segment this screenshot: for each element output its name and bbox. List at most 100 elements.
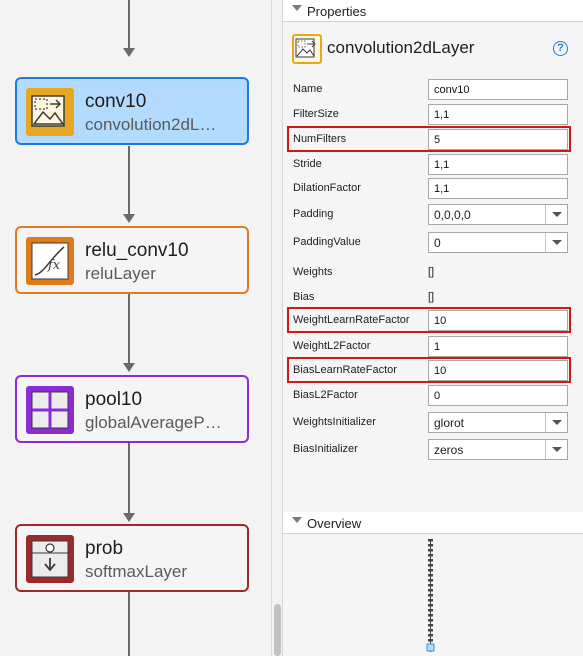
convolution-layer-icon <box>292 34 322 64</box>
convolution-layer-icon <box>26 88 74 136</box>
property-label-filter-size: FilterSize <box>293 108 339 120</box>
layer-node-relu-conv10[interactable]: fx relu_conv10 reluLayer <box>15 226 249 294</box>
layer-node-type: softmaxLayer <box>85 562 188 581</box>
property-input-name[interactable]: conv10 <box>428 79 568 100</box>
minimap-layer <box>428 564 433 567</box>
highlight-box <box>287 307 571 333</box>
property-input-weight-learn-rate-factor[interactable]: 10 <box>428 310 568 331</box>
property-label-weights-initializer: WeightsInitializer <box>293 416 376 428</box>
layer-node-prob[interactable]: prob softmaxLayer <box>15 524 249 592</box>
property-input-weight-l2-factor[interactable]: 1 <box>428 336 568 357</box>
edge <box>128 443 130 515</box>
pooling-grid-icon <box>26 386 74 434</box>
property-dropdown-bias-initializer[interactable]: zeros <box>428 439 568 460</box>
minimap-layer <box>428 589 433 592</box>
layer-node-type: convolution2dL… <box>85 115 217 134</box>
minimap-layer <box>428 634 433 637</box>
property-label-bias-l2-factor: BiasL2Factor <box>293 389 358 401</box>
property-label-weight-l2-factor: WeightL2Factor <box>293 340 371 352</box>
minimap-layer <box>428 554 433 557</box>
edge-arrowhead <box>123 48 135 57</box>
property-label-padding: Padding <box>293 208 334 220</box>
property-label-bias: Bias <box>293 291 315 303</box>
minimap-layer <box>428 609 433 612</box>
property-input-filter-size[interactable]: 1,1 <box>428 104 568 125</box>
minimap-layer <box>428 549 433 552</box>
section-title: Properties <box>307 4 367 19</box>
dropdown-value: zeros <box>434 443 464 457</box>
layer-node-conv10[interactable]: conv10 convolution2dL… <box>15 77 249 145</box>
softmax-icon <box>26 535 74 583</box>
minimap-layer <box>428 639 433 642</box>
property-value-bias: [] <box>428 291 435 303</box>
property-dropdown-weights-initializer[interactable]: glorot <box>428 412 568 433</box>
minimap-layer <box>428 559 433 562</box>
property-input-dilation-factor[interactable]: 1,1 <box>428 178 568 199</box>
relu-function-icon: fx <box>26 237 74 285</box>
property-input-num-filters[interactable]: 5 <box>428 129 568 150</box>
minimap-layer <box>428 579 433 582</box>
minimap-layer <box>428 594 433 597</box>
layer-node-name: conv10 <box>85 91 147 112</box>
properties-section-header[interactable]: Properties <box>283 0 583 22</box>
edge-arrowhead <box>123 513 135 522</box>
network-canvas[interactable]: conv10 convolution2dL… fx relu_conv10 re… <box>0 0 271 656</box>
layer-node-name: pool10 <box>85 389 143 410</box>
overview-minimap[interactable] <box>283 535 583 656</box>
edge-arrowhead <box>123 363 135 372</box>
svg-text:fx: fx <box>47 258 61 273</box>
edge <box>128 592 130 656</box>
edge <box>128 0 130 50</box>
property-label-stride: Stride <box>293 158 322 170</box>
network-minimap[interactable] <box>426 539 435 652</box>
layer-node-name: relu_conv10 <box>85 240 189 261</box>
dropdown-value: 0,0,0,0 <box>434 208 471 222</box>
chevron-down-icon[interactable] <box>545 233 567 252</box>
property-label-name: Name <box>293 83 323 95</box>
property-label-bias-learn-rate-factor: BiasLearnRateFactor <box>293 364 397 376</box>
minimap-layer <box>428 584 433 587</box>
property-label-weights: Weights <box>293 266 333 278</box>
help-icon[interactable]: ? <box>553 41 568 56</box>
dropdown-value: 0 <box>434 236 441 250</box>
property-input-bias-learn-rate-factor[interactable]: 10 <box>428 360 568 381</box>
property-label-num-filters: NumFilters <box>293 133 347 145</box>
minimap-layer <box>428 569 433 572</box>
layer-node-type: reluLayer <box>85 264 156 283</box>
minimap-layer <box>428 544 433 547</box>
minimap-layer <box>428 574 433 577</box>
minimap-viewport[interactable] <box>426 643 435 652</box>
chevron-down-icon[interactable] <box>292 5 302 11</box>
property-dropdown-padding-value[interactable]: 0 <box>428 232 568 253</box>
layer-type-title: convolution2dLayer <box>327 38 475 57</box>
minimap-layer <box>428 629 433 632</box>
section-title: Overview <box>307 516 362 531</box>
minimap-layer <box>428 614 433 617</box>
canvas-vertical-scrollbar[interactable] <box>271 0 283 656</box>
chevron-down-icon[interactable] <box>545 413 567 432</box>
chevron-down-icon[interactable] <box>545 205 567 224</box>
highlight-box <box>287 126 571 152</box>
minimap-layer <box>428 604 433 607</box>
property-value-weights: [] <box>428 266 435 278</box>
edge <box>128 146 130 216</box>
overview-section-header[interactable]: Overview <box>283 512 583 534</box>
layer-node-type: globalAverageP… <box>85 413 222 432</box>
edge-arrowhead <box>123 214 135 223</box>
minimap-layer <box>428 539 433 542</box>
property-label-bias-initializer: BiasInitializer <box>293 443 358 455</box>
highlight-box <box>287 357 571 383</box>
chevron-down-icon[interactable] <box>545 440 567 459</box>
property-input-stride[interactable]: 1,1 <box>428 154 568 175</box>
property-input-bias-l2-factor[interactable]: 0 <box>428 385 568 406</box>
layer-node-pool10[interactable]: pool10 globalAverageP… <box>15 375 249 443</box>
chevron-down-icon[interactable] <box>292 517 302 523</box>
edge <box>128 294 130 365</box>
property-dropdown-padding[interactable]: 0,0,0,0 <box>428 204 568 225</box>
dropdown-value: glorot <box>434 416 465 430</box>
property-label-padding-value: PaddingValue <box>293 236 361 248</box>
scrollbar-thumb[interactable] <box>274 604 281 656</box>
property-label-dilation-factor: DilationFactor <box>293 182 361 194</box>
